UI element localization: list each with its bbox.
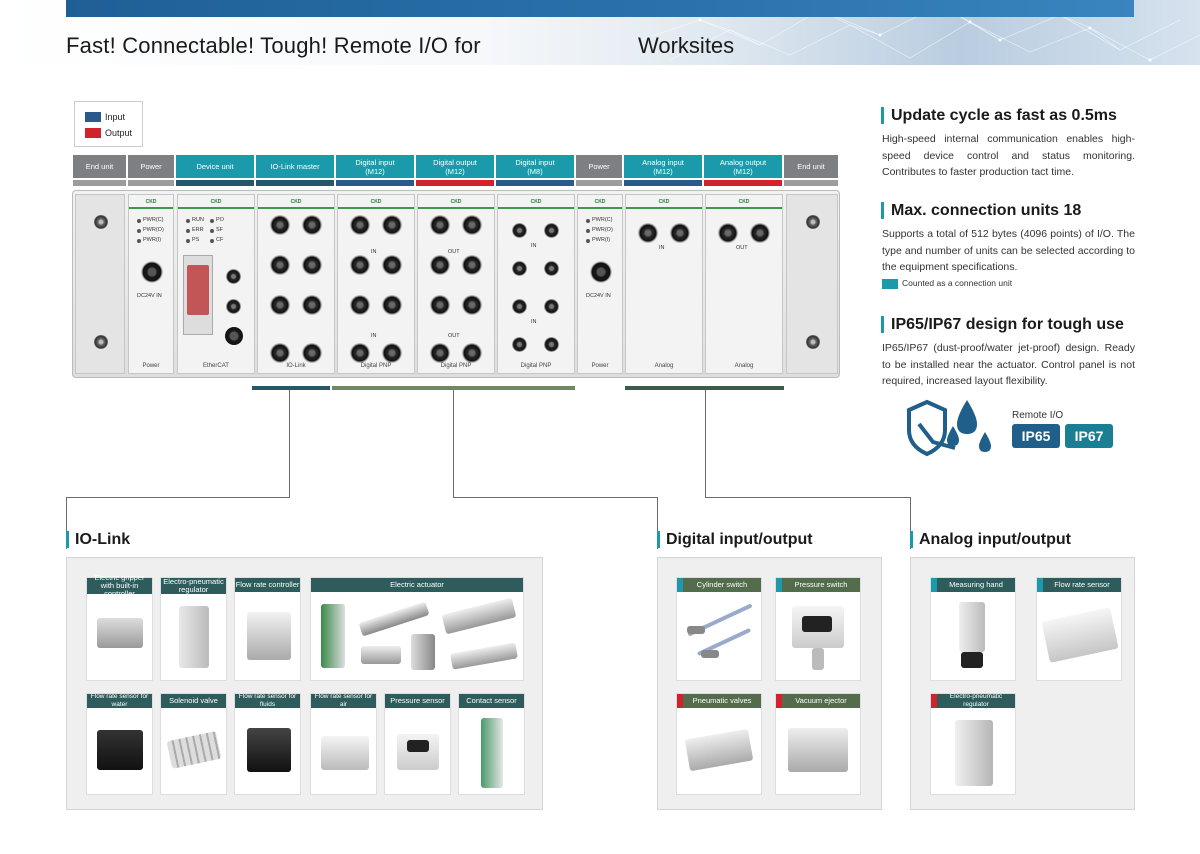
product-card-contact-sensor: Contact sensor <box>458 693 525 795</box>
strip <box>73 180 126 186</box>
product-card-measuring-hand: Measuring hand <box>930 577 1016 681</box>
product-card-vacuum-ejector: Vacuum ejector <box>775 693 861 795</box>
analog-input-unit: CKD IN Analog <box>625 194 703 374</box>
unit-label-power-1: Power <box>128 155 174 178</box>
unit-label-aout: Analog output(M12) <box>704 155 782 178</box>
feature-title-connection-units: Max. connection units 18 <box>881 202 1081 219</box>
power-unit-2: CKD PWR(C) PWR(O) PWR(I) DC24V IN Power <box>577 194 623 374</box>
unit-label-ain: Analog input(M12) <box>624 155 702 178</box>
product-card-flow-fluids: Flow rate sensor for fluids <box>234 693 301 795</box>
unit-label-iolink: IO-Link master <box>256 155 334 178</box>
unit-label-din-m12: Digital input(M12) <box>336 155 414 178</box>
page-title-end: Worksites <box>638 33 735 58</box>
product-card-pressure-sensor: Pressure sensor <box>384 693 451 795</box>
strip-input <box>624 180 702 186</box>
water-dust-proof-icon <box>907 399 991 457</box>
section-title-iolink: IO-Link <box>66 531 130 548</box>
connector-line <box>289 390 290 498</box>
strip <box>176 180 254 186</box>
connector-line <box>453 497 657 498</box>
feature-title-update-cycle: Update cycle as fast as 0.5ms <box>881 107 1117 124</box>
output-swatch <box>85 128 101 138</box>
device-unit: CKD RUN ERR PS PO SF CF EtherCAT <box>177 194 255 374</box>
product-card-ep-regulator: Electro-pneumatic regulator <box>160 577 227 681</box>
section-title-analog: Analog input/output <box>910 531 1071 548</box>
strip-input <box>496 180 574 186</box>
strip <box>256 180 334 186</box>
strip <box>576 180 622 186</box>
product-card-cylinder-switch: Cylinder switch <box>676 577 762 681</box>
iolink-category-bar <box>252 386 330 390</box>
connection-unit-swatch <box>882 279 898 289</box>
ip67-badge: IP67 <box>1065 424 1113 448</box>
unit-label-dout-m12: Digital output(M12) <box>416 155 494 178</box>
product-card-flow-controller: Flow rate controller <box>234 577 301 681</box>
unit-label-end-left: End unit <box>73 155 126 178</box>
connector-line <box>705 497 910 498</box>
product-card-electric-gripper: Electric gripper with built-in controlle… <box>86 574 153 681</box>
iolink-master-unit: CKD IO-Link <box>257 194 335 374</box>
header-bar <box>66 0 1134 17</box>
digital-input-m8-unit: CKD IN IN Digital PNP <box>497 194 575 374</box>
connector-line <box>705 390 706 498</box>
feature-text-ip-design: IP65/IP67 (dust-proof/water jet-proof) d… <box>882 342 1135 387</box>
digital-category-bar <box>332 386 575 390</box>
digital-input-m12-unit: CKD IN IN Digital PNP <box>337 194 415 374</box>
strip-output <box>704 180 782 186</box>
feature-text-connection-units: Supports a total of 512 bytes (4096 poin… <box>882 228 1135 273</box>
unit-label-device: Device unit <box>176 155 254 178</box>
end-unit-right <box>786 194 838 374</box>
input-swatch <box>85 112 101 122</box>
input-label: Input <box>105 112 126 122</box>
legend: Input Output <box>74 101 143 147</box>
product-card-electric-actuator: Electric actuator <box>310 577 524 681</box>
analog-category-bar <box>625 386 784 390</box>
ip65-badge: IP65 <box>1012 424 1060 448</box>
end-unit-left <box>75 194 125 374</box>
output-label: Output <box>105 128 133 138</box>
product-card-flow-rate-sensor: Flow rate sensor <box>1036 577 1122 681</box>
product-card-flow-air: Flow rate sensor for air <box>310 693 377 795</box>
digital-output-m12-unit: CKD OUT OUT Digital PNP <box>417 194 495 374</box>
remote-io-label: Remote I/O <box>1012 410 1064 421</box>
section-title-digital: Digital input/output <box>657 531 813 548</box>
product-card-pressure-switch: Pressure switch <box>775 577 861 681</box>
product-card-ep-regulator-analog: Electro-pneumatic regulator <box>930 693 1016 795</box>
product-card-flow-water: Flow rate sensor for water <box>86 693 153 795</box>
analog-output-unit: CKD OUT Analog <box>705 194 783 374</box>
connection-unit-note: Counted as a connection unit <box>902 278 1013 288</box>
unit-label-din-m8: Digital input(M8) <box>496 155 574 178</box>
product-card-solenoid-valve: Solenoid valve <box>160 693 227 795</box>
connector-line <box>66 497 290 498</box>
product-card-pneumatic-valves: Pneumatic valves <box>676 693 762 795</box>
connector-line <box>910 497 911 549</box>
connector-line <box>453 390 454 498</box>
unit-label-end-right: End unit <box>784 155 838 178</box>
strip <box>784 180 838 186</box>
feature-title-ip-design: IP65/IP67 design for tough use <box>881 316 1124 333</box>
strip-output <box>416 180 494 186</box>
connector-line <box>66 497 67 549</box>
unit-label-power-2: Power <box>576 155 622 178</box>
strip <box>128 180 174 186</box>
power-unit-1: CKD PWR(C) PWR(O) PWR(I) DC24V IN Power <box>128 194 174 374</box>
connector-line <box>657 497 658 549</box>
strip-input <box>336 180 414 186</box>
remote-io-device-image: CKD PWR(C) PWR(O) PWR(I) DC24V IN Power … <box>72 190 840 378</box>
page-title: Fast! Connectable! Tough! Remote I/O for <box>66 33 481 58</box>
feature-text-update-cycle: High-speed internal communication enable… <box>882 133 1135 178</box>
